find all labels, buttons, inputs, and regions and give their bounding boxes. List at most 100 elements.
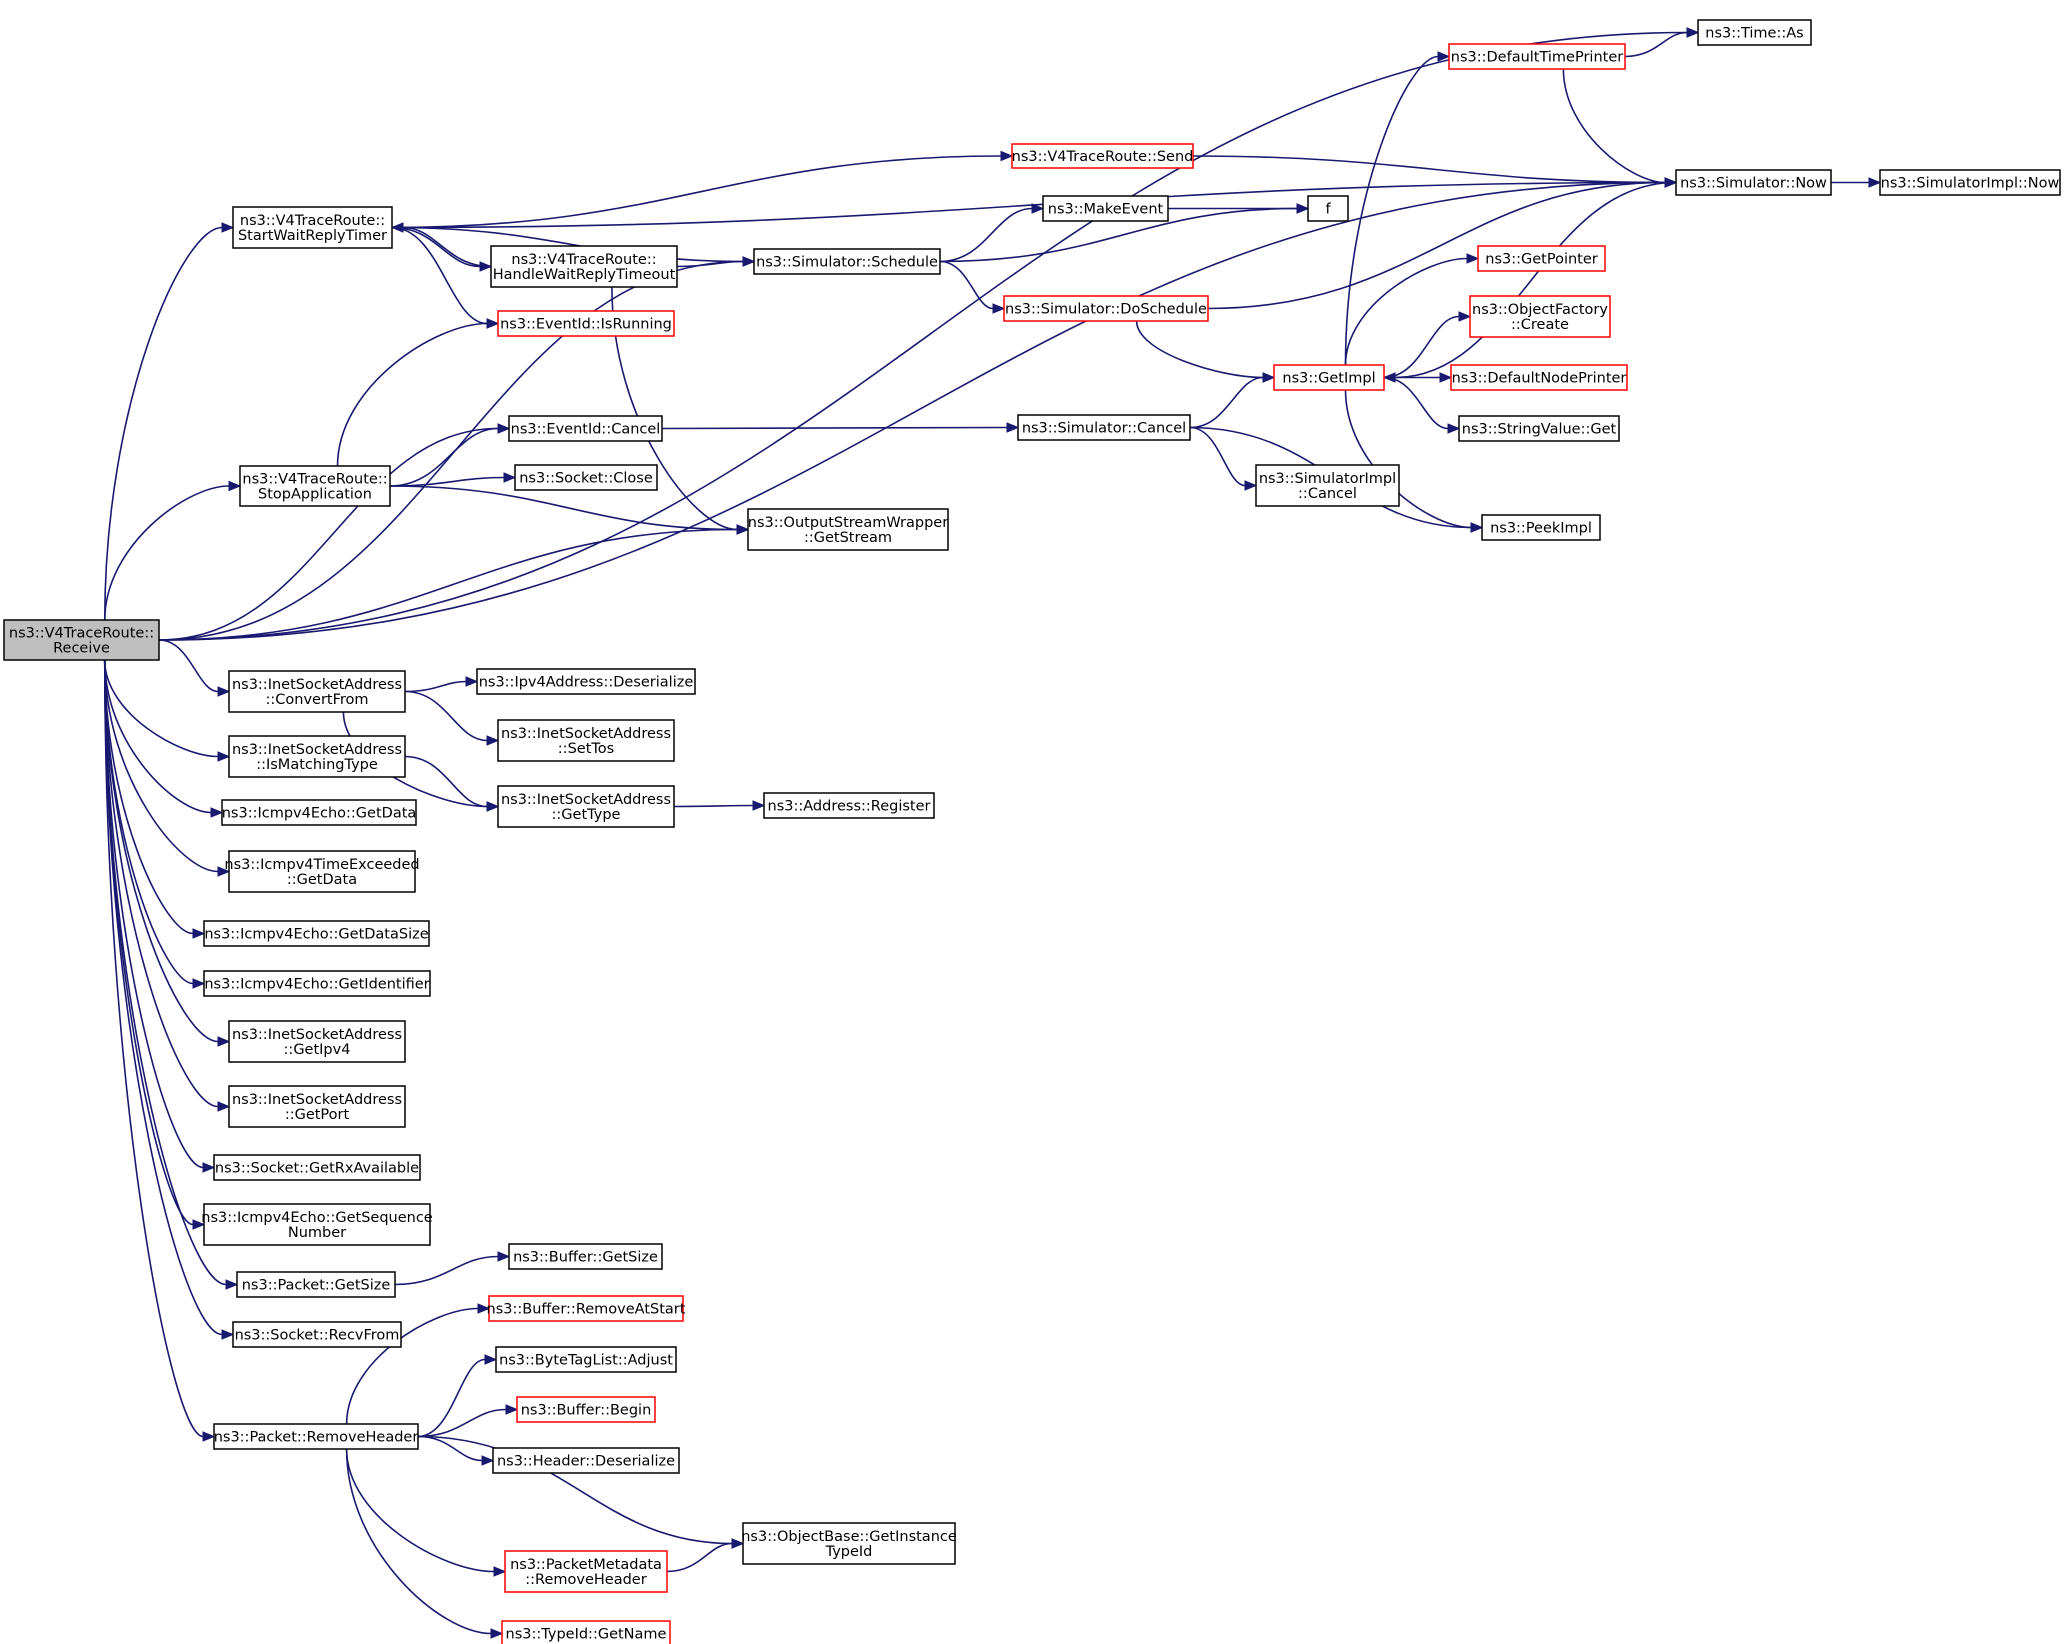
arrow-head-icon (490, 1628, 504, 1639)
node-label: ns3::Buffer::RemoveAtStart (487, 1302, 686, 1318)
edge-startwait-to-isrunning (391, 226, 500, 329)
edge-line (404, 690, 488, 742)
node-label: ns3::InetSocketAddress (232, 1027, 402, 1043)
node-pktmetaremove[interactable]: ns3::PacketMetadata::RemoveHeader (504, 1550, 668, 1593)
node-gettype[interactable]: ns3::InetSocketAddress::GetType (497, 785, 675, 828)
node-box (228, 735, 406, 778)
node-doschedule[interactable]: ns3::Simulator::DoSchedule (1003, 295, 1209, 322)
node-label: ns3::Icmpv4Echo::GetIdentifier (204, 977, 429, 993)
node-ipv4deserialize[interactable]: ns3::Ipv4Address::Deserialize (476, 668, 696, 695)
node-stopapp[interactable]: ns3::V4TraceRoute::StopApplication (239, 465, 391, 507)
edge-line (1624, 31, 1688, 58)
node-receive[interactable]: ns3::V4TraceRoute::Receive (3, 619, 160, 661)
edge-removeheader-to-bufferbegin (417, 1404, 519, 1438)
edge-getimpl-to-defaulttimeprinter (1344, 51, 1451, 366)
node-eventcancel[interactable]: ns3::EventId::Cancel (508, 415, 663, 442)
node-box (497, 310, 675, 337)
node-simimplcancel[interactable]: ns3::SimulatorImpl::Cancel (1255, 464, 1400, 507)
edge-receive-to-packetgetsize (103, 659, 239, 1290)
edge-eventcancel-to-simcancel (661, 422, 1020, 433)
node-bufferbegin[interactable]: ns3::Buffer::Begin (516, 1396, 656, 1423)
node-packetgetsize[interactable]: ns3::Packet::GetSize (236, 1271, 396, 1298)
node-getrxavailable[interactable]: ns3::Socket::GetRxAvailable (213, 1154, 421, 1181)
node-schedule[interactable]: ns3::Simulator::Schedule (753, 248, 941, 275)
node-getimpl[interactable]: ns3::GetImpl (1273, 364, 1385, 391)
node-label: ns3::PacketMetadata (510, 1557, 662, 1573)
node-f[interactable]: f (1307, 195, 1349, 222)
node-addrregister[interactable]: ns3::Address::Register (763, 792, 935, 819)
node-label: ns3::V4TraceRoute:: (9, 626, 154, 642)
node-label: ns3::Socket::RecvFrom (235, 1328, 400, 1344)
node-recvfrom[interactable]: ns3::Socket::RecvFrom (232, 1321, 402, 1348)
node-objfactory[interactable]: ns3::ObjectFactory::Create (1469, 295, 1611, 338)
node-simnow[interactable]: ns3::Simulator::Now (1675, 169, 1832, 196)
node-box (753, 248, 941, 275)
node-getidentifier[interactable]: ns3::Icmpv4Echo::GetIdentifier (203, 970, 431, 997)
node-send[interactable]: ns3::V4TraceRoute::Send (1011, 143, 1194, 169)
node-box (232, 206, 393, 249)
edge-send-to-simnow (1192, 155, 1678, 188)
node-label: ns3::V4TraceRoute:: (240, 213, 385, 229)
node-peekimpl[interactable]: ns3::PeekImpl (1481, 514, 1601, 541)
edge-line (389, 485, 738, 531)
node-timeas[interactable]: ns3::Time::As (1697, 19, 1812, 46)
edge-line (336, 322, 488, 467)
node-removeheader[interactable]: ns3::Packet::RemoveHeader (213, 1423, 419, 1450)
node-getstream[interactable]: ns3::OutputStreamWrapper::GetStream (747, 508, 949, 551)
edge-line (404, 755, 488, 808)
node-getdatasize[interactable]: ns3::Icmpv4Echo::GetDataSize (203, 920, 430, 947)
edge-line (342, 711, 488, 808)
node-echogetdata[interactable]: ns3::Icmpv4Echo::GetData (221, 799, 417, 826)
node-defaultnodeprinter[interactable]: ns3::DefaultNodePrinter (1450, 364, 1628, 391)
node-bytetagadjust[interactable]: ns3::ByteTagList::Adjust (495, 1346, 677, 1373)
node-makeevent[interactable]: ns3::MakeEvent (1042, 195, 1169, 222)
node-label: ns3::TypeId::GetName (506, 1627, 667, 1643)
node-headerdeserialize[interactable]: ns3::Header::Deserialize (492, 1447, 680, 1474)
node-box (1017, 414, 1191, 441)
node-getpointer[interactable]: ns3::GetPointer (1477, 245, 1606, 272)
node-startwait[interactable]: ns3::V4TraceRoute::StartWaitReplyTimer (232, 206, 393, 249)
edge-line (158, 528, 738, 641)
edge-receive-to-convertfrom (158, 639, 231, 697)
node-getport[interactable]: ns3::InetSocketAddress::GetPort (228, 1085, 406, 1128)
edge-receive-to-getdatasize (103, 659, 206, 939)
node-handlewait[interactable]: ns3::V4TraceRoute::HandleWaitReplyTimeou… (490, 245, 678, 288)
edge-line (345, 1448, 492, 1635)
node-label: StartWaitReplyTimer (238, 228, 387, 244)
node-box (497, 785, 675, 828)
edge-line (158, 31, 1688, 641)
arrow-head-icon (1006, 422, 1020, 433)
node-label: ns3::Icmpv4Echo::GetSequence (201, 1210, 433, 1226)
node-settos[interactable]: ns3::InetSocketAddress::SetTos (497, 719, 675, 762)
node-defaulttimeprinter[interactable]: ns3::DefaultTimePrinter (1448, 43, 1626, 70)
node-box (1675, 169, 1832, 196)
arrow-head-icon (1664, 177, 1678, 188)
edge-receive-to-echogetdata (103, 659, 224, 818)
node-label: StopApplication (258, 487, 372, 503)
edge-pktmetaremove-to-getinstancetypeid (666, 1538, 745, 1573)
edge-line (103, 659, 219, 1108)
node-label: ns3::DefaultTimePrinter (1451, 50, 1623, 66)
node-convertfrom[interactable]: ns3::InetSocketAddress::ConvertFrom (228, 670, 406, 713)
node-ismatchingtype[interactable]: ns3::InetSocketAddress::IsMatchingType (228, 735, 406, 778)
node-removeatstart[interactable]: ns3::Buffer::RemoveAtStart (487, 1295, 686, 1322)
node-label: ns3::Simulator::Schedule (756, 255, 938, 271)
node-box (221, 799, 417, 826)
node-box (495, 1346, 677, 1373)
arrow-head-icon (1000, 150, 1014, 162)
node-label: ns3::Ipv4Address::Deserialize (479, 675, 694, 691)
node-simimplnow[interactable]: ns3::SimulatorImpl::Now (1879, 169, 2061, 196)
arrow-head-icon (486, 801, 500, 812)
edge-line (103, 659, 227, 1286)
node-isrunning[interactable]: ns3::EventId::IsRunning (497, 310, 675, 337)
node-socketclose[interactable]: ns3::Socket::Close (514, 464, 658, 491)
node-simcancel[interactable]: ns3::Simulator::Cancel (1017, 414, 1191, 441)
node-timeexgetdata[interactable]: ns3::Icmpv4TimeExceeded::GetData (224, 850, 420, 893)
node-buffergetsize[interactable]: ns3::Buffer::GetSize (508, 1243, 663, 1270)
node-typeidgetname[interactable]: ns3::TypeId::GetName (501, 1620, 671, 1644)
node-getipv4[interactable]: ns3::InetSocketAddress::GetIpv4 (228, 1020, 406, 1063)
node-stringvalueget[interactable]: ns3::StringValue::Get (1458, 415, 1620, 442)
